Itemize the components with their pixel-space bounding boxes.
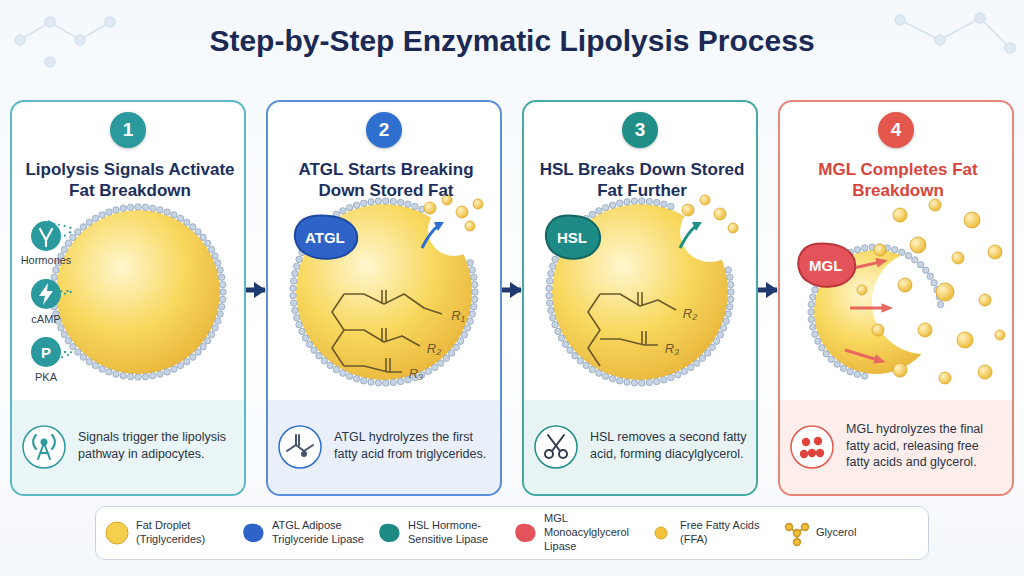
fat-droplet xyxy=(290,198,480,386)
legend-entry: ATGL Adipose Triglyceride Lipase xyxy=(240,519,376,547)
step-heading: ATGL Starts Breaking Down Stored Fat xyxy=(280,160,492,201)
legend-text: Glycerol xyxy=(816,526,920,540)
legend-text: MGL Monoacylglycerol Lipase xyxy=(544,512,648,553)
step-caption: ATGL hydrolyzes the first fatty acid fro… xyxy=(334,429,492,463)
fat-droplet xyxy=(546,198,740,386)
chain-label: R₂ xyxy=(683,306,697,321)
legend-swatch xyxy=(104,520,130,546)
flow-arrow xyxy=(758,288,777,293)
panel-illustration xyxy=(10,100,246,496)
step-number: 3 xyxy=(622,112,658,148)
chain-label: R₂ xyxy=(427,341,441,356)
legend-text: Free Fatty Acids (FFA) xyxy=(680,519,784,547)
step-number-text: 1 xyxy=(110,112,146,148)
step-number: 4 xyxy=(878,112,914,148)
signal-label: PKA xyxy=(35,371,57,383)
enzyme-blob: MGL xyxy=(792,242,859,289)
triglyceride-structure xyxy=(332,290,442,372)
step-number-text: 2 xyxy=(366,112,402,148)
triglyceride-structure xyxy=(588,292,676,366)
enzyme-name: HSL xyxy=(557,229,587,246)
step-number: 1 xyxy=(110,112,146,148)
legend-text: HSL Hormone-Sensitive Lipase xyxy=(408,519,512,547)
legend-text: Fat Droplet (Triglycerides) xyxy=(136,519,240,547)
panel-illustration xyxy=(522,100,758,496)
signal-label: Hormones xyxy=(21,254,72,266)
signal-icon xyxy=(31,220,72,367)
legend: Fat Droplet (Triglycerides) ATGL Adipose … xyxy=(95,506,929,560)
step-panel: Lipolysis Signals Activate Fat Breakdown… xyxy=(10,100,246,496)
step-heading: MGL Completes Fat Breakdown xyxy=(792,160,1004,201)
flow-arrow xyxy=(502,288,521,293)
legend-entry: Fat Droplet (Triglycerides) xyxy=(104,519,240,547)
step-number-text: 3 xyxy=(622,112,658,148)
legend-entry: Glycerol xyxy=(784,520,920,546)
enzyme-name: MGL xyxy=(809,257,842,274)
legend-swatch xyxy=(512,520,538,546)
step-caption: MGL hydrolyzes the final fatty acid, rel… xyxy=(846,421,1004,472)
step-caption: HSL removes a second fatty acid, forming… xyxy=(590,429,748,463)
legend-swatch xyxy=(648,520,674,546)
chain-label: R₃ xyxy=(409,366,424,381)
legend-swatch xyxy=(784,520,810,546)
legend-entry: Free Fatty Acids (FFA) xyxy=(648,519,784,547)
step-heading: Lipolysis Signals Activate Fat Breakdown xyxy=(24,160,236,201)
signal-label: cAMP xyxy=(31,313,60,325)
fat-droplet-remnant xyxy=(808,244,976,379)
legend-swatch xyxy=(376,520,402,546)
diagram-title: Step-by-Step Enzymatic Lipolysis Process xyxy=(0,24,1024,58)
legend-swatch xyxy=(240,520,266,546)
step-number-text: 4 xyxy=(878,112,914,148)
step-panel: MGL Completes Fat BreakdownMGL hydrolyze… xyxy=(778,100,1014,496)
chain-label: R₃ xyxy=(665,341,680,356)
enzyme-blob: HSL xyxy=(540,214,604,261)
free-fatty-acid xyxy=(845,199,1005,384)
chain-label: R₁ xyxy=(451,308,465,323)
flow-arrow xyxy=(246,288,265,293)
signal-label: P xyxy=(41,344,51,361)
panel-illustration xyxy=(266,100,502,496)
step-panel: ATGL Starts Breaking Down Stored FatATGL… xyxy=(266,100,502,496)
legend-text: ATGL Adipose Triglyceride Lipase xyxy=(272,519,376,547)
fat-droplet xyxy=(50,204,226,380)
legend-entry: HSL Hormone-Sensitive Lipase xyxy=(376,519,512,547)
step-heading: HSL Breaks Down Stored Fat Further xyxy=(536,160,748,201)
step-caption: Signals trigger the lipolysis pathway in… xyxy=(78,429,236,463)
enzyme-name: ATGL xyxy=(305,229,345,246)
panel-illustration xyxy=(778,100,1014,496)
step-panel: HSL Breaks Down Stored Fat FurtherHSL re… xyxy=(522,100,758,496)
step-number: 2 xyxy=(366,112,402,148)
legend-entry: MGL Monoacylglycerol Lipase xyxy=(512,512,648,553)
enzyme-blob: ATGL xyxy=(288,214,362,261)
